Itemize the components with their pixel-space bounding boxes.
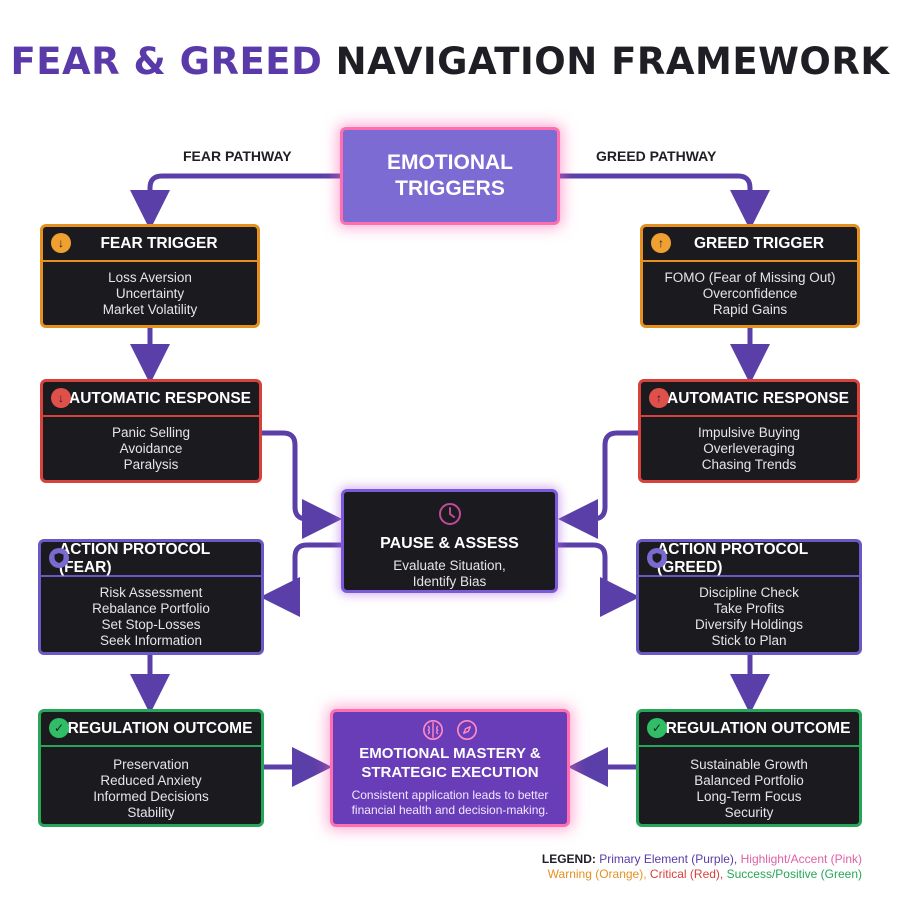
arrow-up-icon: ↑ [651,233,671,253]
list-item: Stick to Plan [711,633,787,648]
legend-success: Success/Positive (Green) [726,867,862,881]
greed-trigger-box: ↑ GREED TRIGGER FOMO (Fear of Missing Ou… [640,224,860,328]
greed-response-title: AUTOMATIC RESPONSE [667,389,849,407]
list-item: Set Stop-Losses [101,617,201,632]
fear-response-box: ↓ AUTOMATIC RESPONSE Panic Selling Avoid… [40,379,262,483]
shield-icon [647,548,667,568]
greed-response-header: ↑ AUTOMATIC RESPONSE [641,382,857,417]
mastery-title-line-2: STRATEGIC EXECUTION [361,764,539,781]
list-item: Overconfidence [702,286,798,301]
list-item: Rebalance Portfolio [92,601,210,616]
legend-primary: Primary Element (Purple), [599,852,738,866]
greed-pathway-label: GREED PATHWAY [596,148,717,164]
fear-outcome-title: REGULATION OUTCOME [67,719,253,737]
list-item: Overleveraging [703,441,795,456]
fear-trigger-box: ↓ FEAR TRIGGER Loss Aversion Uncertainty… [40,224,260,328]
fear-trigger-title: FEAR TRIGGER [100,234,218,252]
mastery-title-line-1: EMOTIONAL MASTERY & [359,745,541,762]
fear-protocol-title: ACTION PROTOCOL (FEAR) [59,540,210,576]
title-part-1: FEAR & GREED [10,40,323,83]
list-item: Stability [127,805,175,820]
check-icon: ✓ [647,718,667,738]
list-item: Discipline Check [699,585,799,600]
list-item: Balanced Portfolio [694,773,804,788]
legend-heading: LEGEND: [541,852,596,866]
greed-trigger-title: GREED TRIGGER [693,234,825,252]
greed-protocol-box: ACTION PROTOCOL (GREED) Discipline Check… [636,539,862,655]
greed-outcome-header: ✓ REGULATION OUTCOME [639,712,859,747]
legend-critical: Critical (Red), [649,867,724,881]
fear-outcome-box: ✓ REGULATION OUTCOME Preservation Reduce… [38,709,264,827]
mastery-body-line-2: financial health and decision-making. [351,803,549,817]
compass-icon [457,720,477,740]
list-item: Long-Term Focus [696,789,802,804]
title-part-2: NAVIGATION FRAMEWORK [335,40,890,83]
emotional-triggers-line-2: TRIGGERS [395,177,505,200]
emotional-mastery-box: EMOTIONAL MASTERY & STRATEGIC EXECUTION … [330,709,570,827]
fear-protocol-header: ACTION PROTOCOL (FEAR) [41,540,261,577]
pause-assess-box: PAUSE & ASSESS Evaluate Situation, Ident… [341,489,558,593]
fear-response-title: AUTOMATIC RESPONSE [69,389,251,407]
list-item: Panic Selling [111,425,191,440]
arrow-to-greed-trigger [557,173,770,230]
list-item: Rapid Gains [712,302,788,317]
legend-warning: Warning (Orange), [547,867,647,881]
list-item: Paralysis [123,457,179,472]
arrow-to-fear-trigger [130,173,343,230]
list-item: FOMO (Fear of Missing Out) [664,270,836,285]
fear-outcome-header: ✓ REGULATION OUTCOME [41,712,261,747]
arrow-pause-to-greed-protocol [555,542,640,617]
emotional-triggers-box: EMOTIONAL TRIGGERS [340,127,560,225]
list-item: Preservation [113,757,189,772]
list-item: Reduced Anxiety [100,773,202,788]
pause-assess-line-2: Identify Bias [412,574,487,589]
pause-assess-title: PAUSE & ASSESS [380,535,519,552]
greed-outcome-title: REGULATION OUTCOME [665,719,851,737]
greed-protocol-title: ACTION PROTOCOL (GREED) [657,540,808,576]
greed-response-box: ↑ AUTOMATIC RESPONSE Impulsive Buying Ov… [638,379,860,483]
list-item: Avoidance [119,441,183,456]
arrow-down-icon: ↓ [51,233,71,253]
arrow-up-icon: ↑ [649,388,669,408]
list-item: Seek Information [99,633,203,648]
fear-response-header: ↓ AUTOMATIC RESPONSE [43,382,259,417]
list-item: Diversify Holdings [694,617,804,632]
list-item: Loss Aversion [108,270,192,285]
list-item: Impulsive Buying [697,425,801,440]
check-icon: ✓ [49,718,69,738]
legend: LEGEND: Primary Element (Purple), Highli… [542,852,862,882]
greed-outcome-box: ✓ REGULATION OUTCOME Sustainable Growth … [636,709,862,827]
legend-highlight: Highlight/Accent (Pink) [740,852,862,866]
list-item: Uncertainty [115,286,185,301]
list-item: Take Profits [713,601,785,616]
page-title: FEAR & GREED NAVIGATION FRAMEWORK [0,40,900,83]
list-item: Informed Decisions [93,789,209,804]
arrow-pause-to-fear-protocol [260,542,344,617]
greed-trigger-header: ↑ GREED TRIGGER [643,227,857,262]
emotional-triggers-line-1: EMOTIONAL [387,151,513,174]
list-item: Risk Assessment [99,585,203,600]
brain-icon [423,720,443,740]
list-item: Security [724,805,774,820]
mastery-body-line-1: Consistent application leads to better [351,788,549,802]
clock-icon [438,503,461,525]
arrow-greed-response-to-pause [558,430,641,539]
arrow-fear-response-to-pause [259,430,342,539]
shield-icon [49,548,69,568]
list-item: Market Volatility [102,302,198,317]
list-item: Sustainable Growth [690,757,808,772]
pause-assess-line-1: Evaluate Situation, [393,558,506,573]
fear-protocol-box: ACTION PROTOCOL (FEAR) Risk Assessment R… [38,539,264,655]
greed-protocol-header: ACTION PROTOCOL (GREED) [639,540,859,577]
arrow-down-icon: ↓ [51,388,71,408]
list-item: Chasing Trends [701,457,797,472]
fear-trigger-header: ↓ FEAR TRIGGER [43,227,257,262]
fear-pathway-label: FEAR PATHWAY [183,148,292,164]
